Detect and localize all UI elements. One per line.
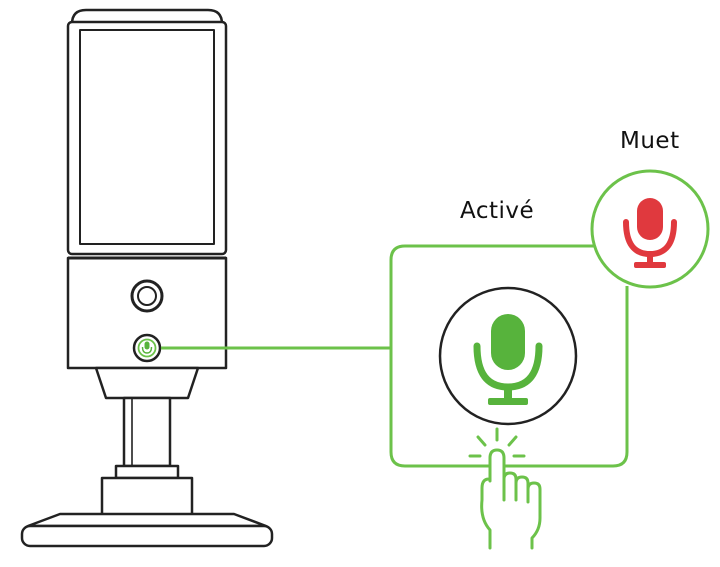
click-rays bbox=[468, 427, 526, 458]
mute-microphone-icon bbox=[623, 198, 677, 268]
active-label: Activé bbox=[460, 198, 535, 224]
active-panel-frame bbox=[389, 244, 629, 468]
stand-base-disc bbox=[26, 512, 268, 528]
mute-label: Muet bbox=[620, 128, 680, 154]
stand-pole bbox=[122, 396, 172, 468]
active-state-indicator[interactable] bbox=[438, 286, 578, 426]
active-microphone-icon bbox=[473, 314, 543, 405]
hand-pointer-icon bbox=[468, 427, 542, 550]
microphone-device bbox=[20, 8, 274, 548]
mic-grille-panel bbox=[79, 29, 215, 245]
mic-top-cap bbox=[70, 8, 224, 26]
mic-neck-collar bbox=[94, 366, 200, 400]
mute-state-indicator[interactable] bbox=[590, 169, 710, 289]
stand-ring bbox=[114, 464, 180, 480]
stand-base-block bbox=[100, 476, 194, 518]
